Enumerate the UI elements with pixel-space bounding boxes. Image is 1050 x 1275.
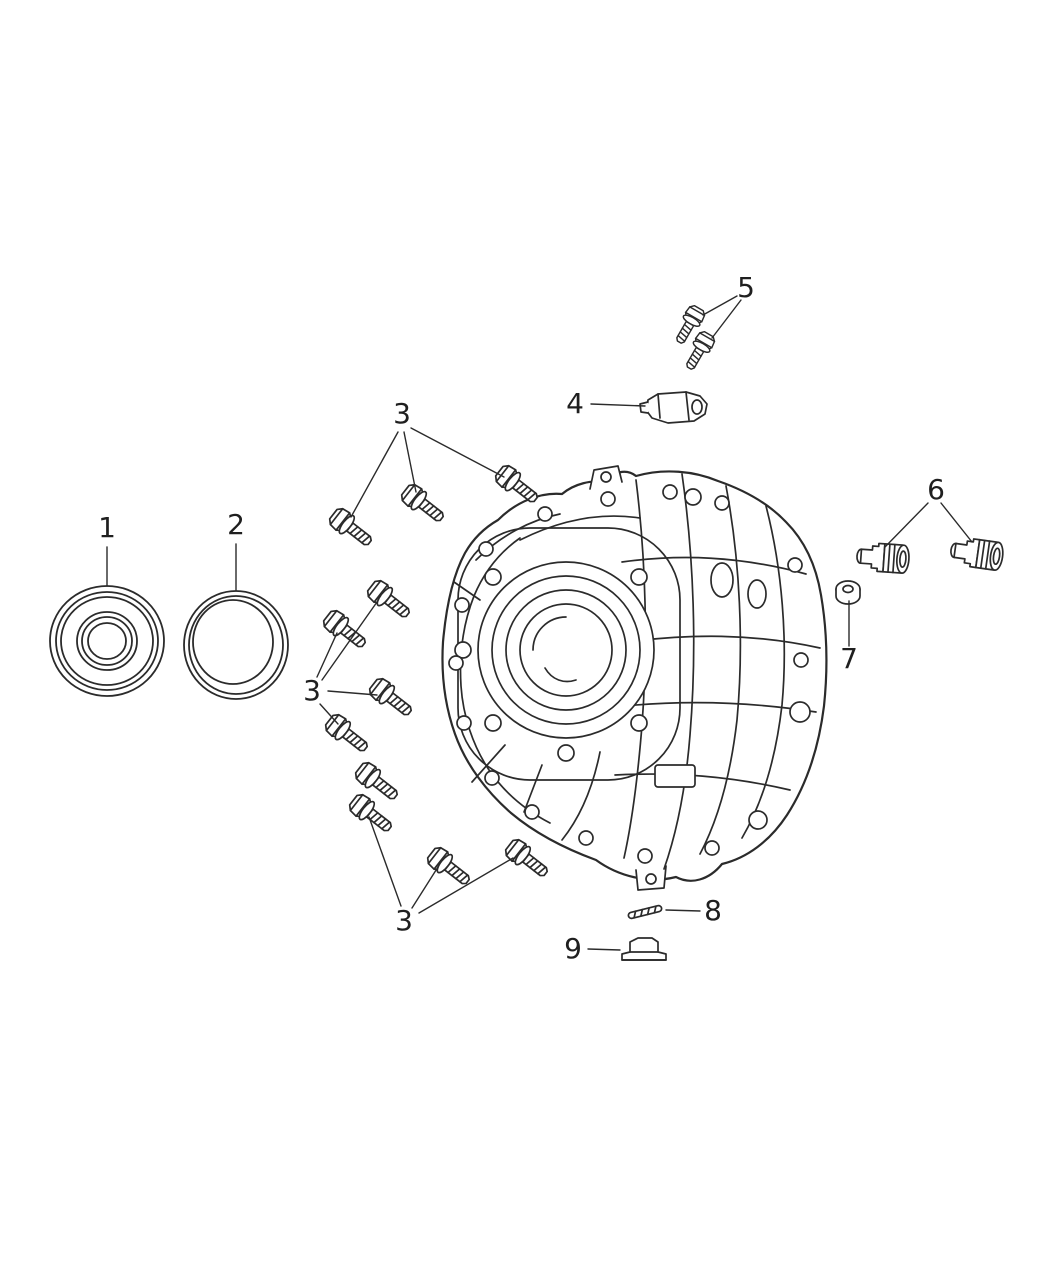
- sensor-part: [639, 391, 708, 424]
- bolt-group-5: [670, 302, 718, 374]
- callout-7: 7: [840, 642, 858, 675]
- transfer-case-housing: [441, 465, 828, 891]
- bearing-part: [49, 585, 165, 697]
- seal-part: [183, 590, 289, 700]
- callout-5: 5: [737, 271, 755, 304]
- pin-part: [627, 904, 663, 920]
- callout-3-top: 3: [393, 397, 411, 430]
- bracket-part: [621, 937, 667, 961]
- bolt-group-middle: [319, 576, 418, 758]
- callout-3-middle: 3: [303, 674, 321, 707]
- callout-1: 1: [98, 511, 116, 544]
- callout-4: 4: [566, 387, 584, 420]
- callout-2: 2: [227, 508, 245, 541]
- callout-8: 8: [704, 894, 722, 927]
- callout-3-bottom: 3: [395, 904, 413, 937]
- leader-lines: [106, 295, 973, 951]
- nut-part: [835, 580, 861, 605]
- callout-6: 6: [927, 473, 945, 506]
- plug-group: [855, 535, 1006, 575]
- callout-9: 9: [564, 932, 582, 965]
